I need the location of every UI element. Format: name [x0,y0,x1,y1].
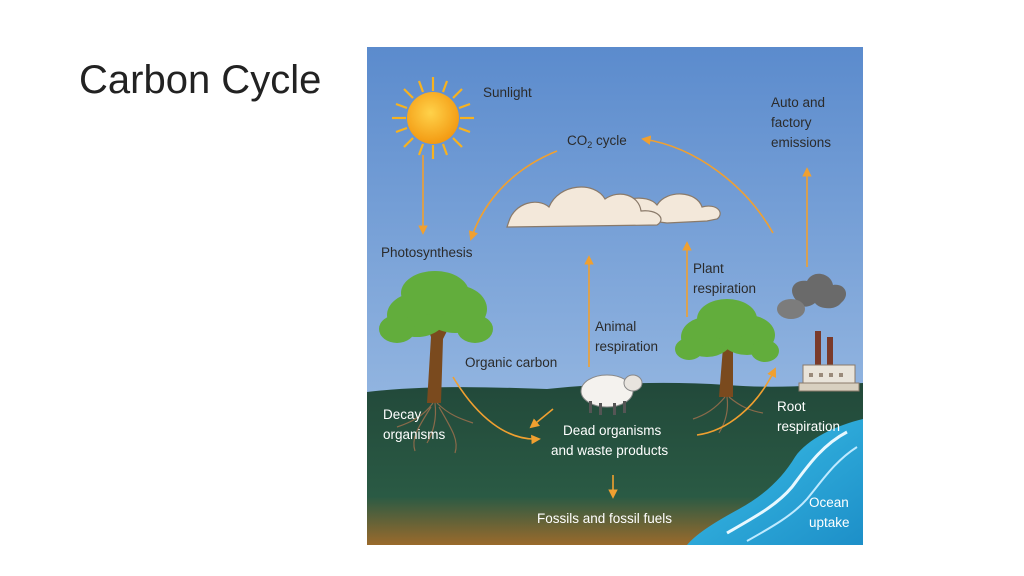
factory-icon [777,273,860,392]
label-auto-factory-emissions: Auto and factory emissions [771,95,831,150]
label-dead-organisms: Dead organisms and waste products [551,423,668,458]
label-plant-respiration: Plant respiration [693,261,756,296]
sheep-icon [580,374,643,415]
label-root-respiration: Root respiration [777,399,840,434]
ocean [687,419,863,545]
label-ocean-uptake: Ocean uptake [809,495,853,530]
ocean-wave-line-2 [746,446,858,542]
arrow-root-respiration [696,367,777,436]
slide-title: Carbon Cycle [79,58,322,102]
label-fossils: Fossils and fossil fuels [537,511,672,526]
label-organic-carbon: Organic carbon [465,355,557,370]
ground [367,382,863,545]
label-decay-organisms: Decay organisms [383,407,446,442]
arrow-sheep-to-dead [529,408,554,429]
carbon-cycle-diagram: Sunlight CO2 cycle Auto and factory emis… [367,47,863,545]
arrow-to-co2-cycle [641,135,774,234]
label-co2-cycle: CO2 cycle [567,133,627,150]
label-sunlight: Sunlight [483,85,532,100]
arrow-co2-to-photosynthesis [468,150,558,241]
arrow-organic-to-dead [452,376,541,445]
right-tree-icon [675,299,779,434]
label-animal-respiration: Animal respiration [595,319,658,354]
ocean-wave-line [726,430,848,535]
sun-icon [392,77,474,159]
cloud-icon [506,186,721,228]
left-tree-icon [379,271,493,454]
label-photosynthesis: Photosynthesis [381,245,473,260]
cycle-arrows [418,135,812,499]
